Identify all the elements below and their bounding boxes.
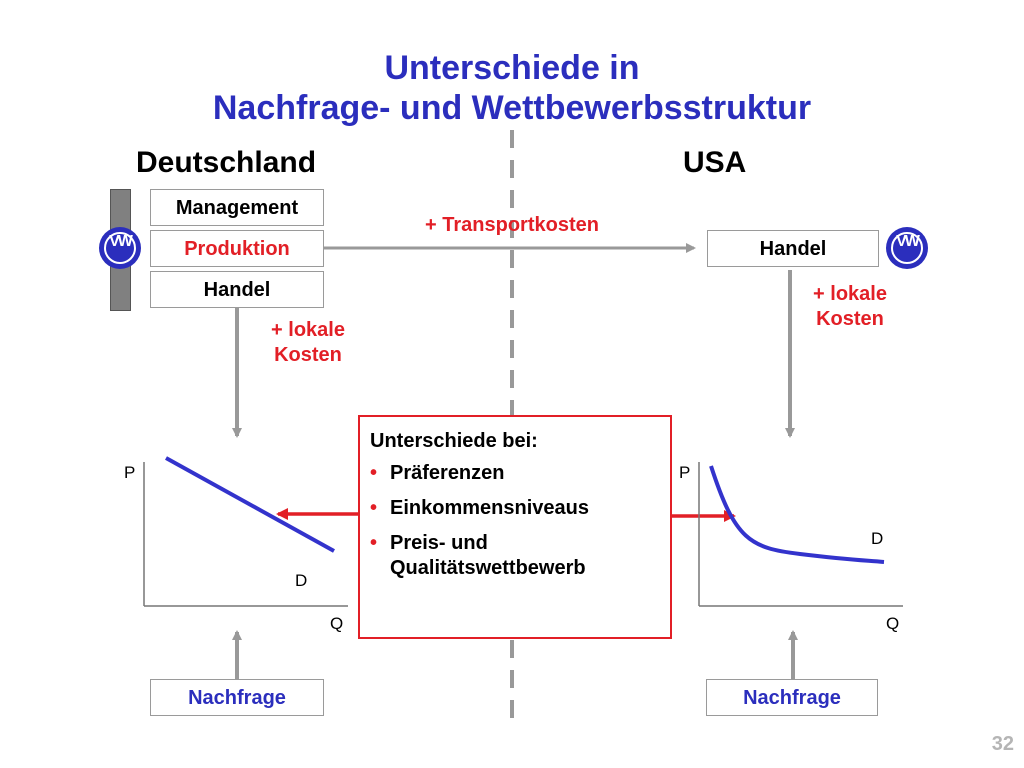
- bullet-icon: •: [370, 497, 378, 519]
- heading-deutschland: Deutschland: [136, 146, 317, 179]
- box-handel-right: Handel: [707, 230, 879, 267]
- left-chart-d-label: D: [295, 571, 308, 590]
- right-costs-line-2: Kosten: [816, 308, 884, 330]
- box-management: Management: [150, 189, 324, 226]
- list-item-text: Preis- und: [390, 532, 488, 554]
- title-line-2: Nachfrage- und Wettbewerbsstruktur: [212, 89, 812, 127]
- page-number: 32: [991, 733, 1014, 755]
- left-demand-curve: [165, 456, 335, 553]
- right-costs-label: + lokale Kosten: [790, 282, 910, 332]
- list-item-text: Einkommensniveaus: [390, 497, 589, 519]
- differences-box: Unterschiede bei: • Präferenzen • Einkom…: [358, 415, 672, 639]
- differences-heading: Unterschiede bei:: [370, 430, 538, 452]
- vw-logo-right: VW: [886, 227, 928, 269]
- bullet-icon: •: [370, 532, 378, 554]
- heading-usa: USA: [683, 146, 747, 179]
- left-costs-label: + lokale Kosten: [248, 318, 368, 368]
- list-item-text: Präferenzen: [390, 462, 505, 484]
- box-produktion: Produktion: [150, 230, 324, 267]
- list-item: • Preis- und Qualitätswettbewerb: [370, 531, 658, 581]
- vw-logo-right-text: VW: [896, 233, 920, 250]
- box-handel-left: Handel: [150, 271, 324, 308]
- left-costs-line-1: + lokale: [271, 319, 345, 341]
- left-costs-line-2: Kosten: [274, 344, 342, 366]
- right-costs-line-1: + lokale: [813, 283, 887, 305]
- differences-list: • Präferenzen • Einkommensniveaus • Prei…: [370, 461, 658, 581]
- bullet-icon: •: [370, 462, 378, 484]
- list-item-text-continued: Qualitätswettbewerb: [390, 557, 586, 579]
- title-line-1: Unterschiede in: [384, 49, 640, 87]
- left-chart-q-label: Q: [330, 614, 344, 633]
- right-demand-curve: [709, 465, 885, 564]
- right-chart-q-label: Q: [886, 614, 900, 633]
- list-item: • Präferenzen: [370, 461, 658, 486]
- demand-box-right: Nachfrage: [706, 679, 878, 716]
- vw-logo-left: VW: [99, 227, 141, 269]
- right-chart-d-label: D: [871, 529, 884, 548]
- transport-label: + Transportkosten: [425, 214, 599, 236]
- vw-logo-left-text: VW: [109, 233, 133, 250]
- list-item: • Einkommensniveaus: [370, 496, 658, 521]
- page-title: Unterschiede in Nachfrage- und Wettbewer…: [0, 48, 1024, 128]
- right-chart-p-label: P: [679, 463, 691, 482]
- left-chart-p-label: P: [124, 463, 136, 482]
- demand-box-left: Nachfrage: [150, 679, 324, 716]
